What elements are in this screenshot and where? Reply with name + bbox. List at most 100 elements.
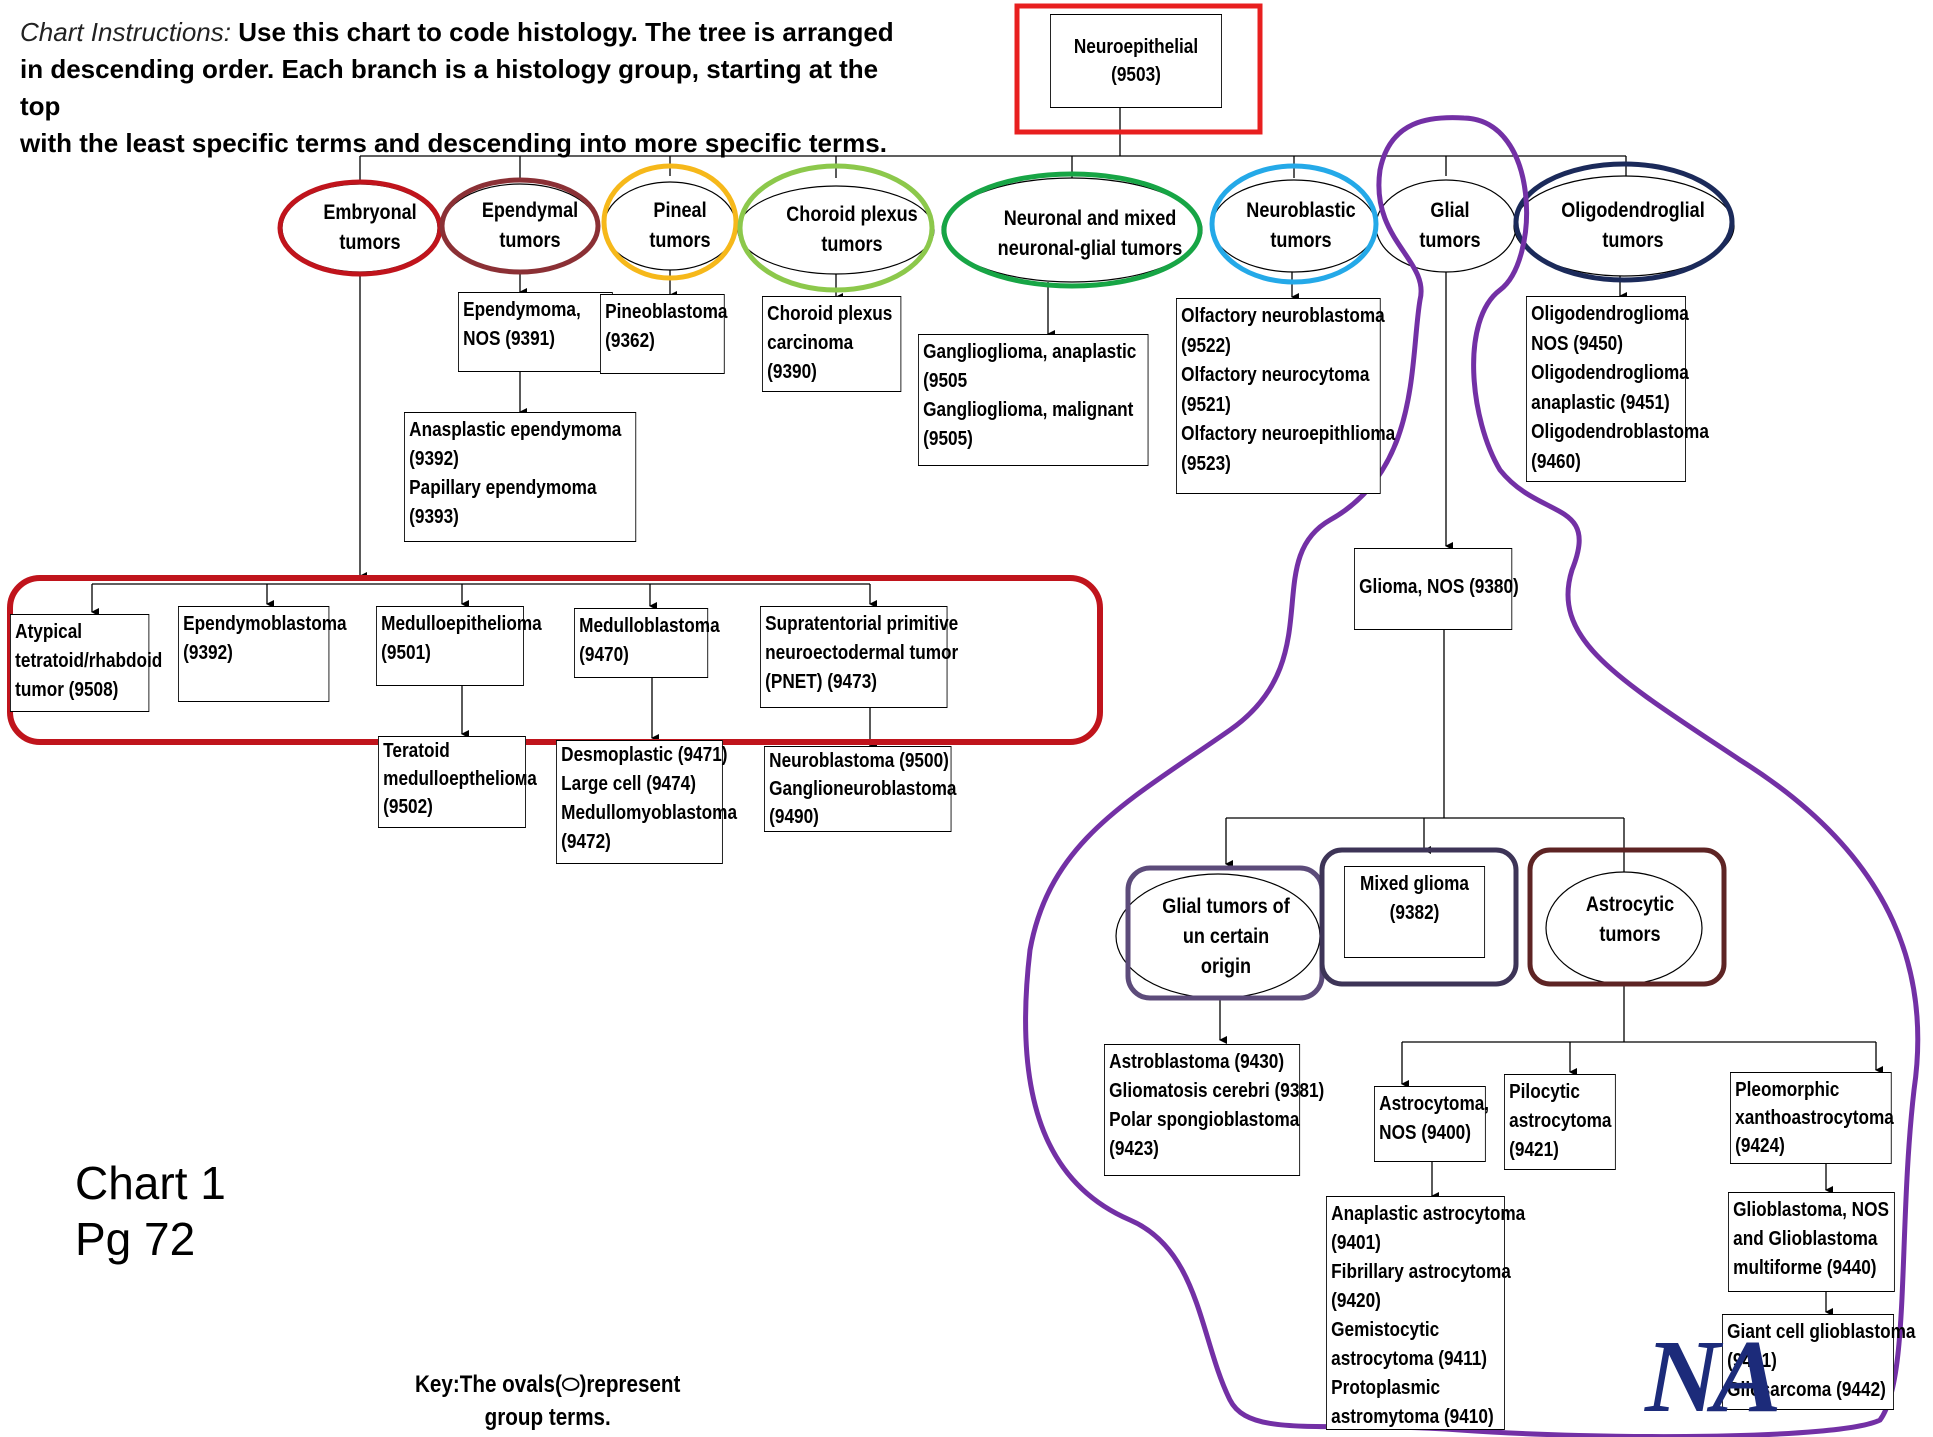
box-line: Large cell (9474) xyxy=(561,773,696,795)
box-ependymoma: Ependymoma, NOS (9391) xyxy=(458,292,613,372)
box-glioma-nos: Glioma, NOS (9380) xyxy=(1354,548,1519,630)
box-atypical: Atypical tetratoid/rhabdoid tumor (9508) xyxy=(10,614,162,712)
group-label: Neuroblastic xyxy=(1246,199,1356,222)
box-line: Choroid plexus xyxy=(767,303,893,325)
box-line: Gemistocytic xyxy=(1331,1319,1440,1341)
group-label: Astrocytic xyxy=(1585,893,1675,916)
box-oligodendroglioma: Oligodendroglioma NOS (9450) Oligodendro… xyxy=(1526,296,1709,482)
chart-number: Chart 1 xyxy=(75,1157,226,1209)
box-line: Ganglioglioma, malignant xyxy=(923,399,1134,421)
box-line: Oligodendroglioma xyxy=(1531,362,1689,384)
box-line: (9501) xyxy=(381,642,431,664)
box-line: Medulloblastoma xyxy=(579,615,720,637)
box-line: Supratentorial primitive xyxy=(765,613,959,635)
box-line: (9401) xyxy=(1331,1232,1381,1254)
box-line: Gliomatosis cerebri (9381) xyxy=(1109,1080,1325,1102)
box-line: multiforme (9440) xyxy=(1733,1257,1877,1279)
group-ependymal: Ependymal tumors xyxy=(461,196,599,256)
box-line: Medulloepithelioma xyxy=(381,613,542,635)
box-line: Gliosarcoma (9442) xyxy=(1727,1379,1886,1401)
box-line: (9382) xyxy=(1389,902,1440,924)
box-line: Anaplastic astrocytoma xyxy=(1331,1203,1526,1225)
box-line: (9470) xyxy=(579,644,629,666)
group-label: tumors xyxy=(1599,923,1661,946)
box-line: and Glioblastoma xyxy=(1733,1228,1878,1250)
root-node: Neuroepithelial (9503) xyxy=(1050,14,1222,108)
box-line: neuroectodermal tumor xyxy=(765,642,959,664)
group-label: tumors xyxy=(1602,229,1664,252)
box-line: Glioblastoma, NOS xyxy=(1733,1199,1889,1221)
box-line: (9392) xyxy=(409,448,459,470)
box-line: (PNET) (9473) xyxy=(765,671,877,693)
box-line: NOS (9391) xyxy=(463,328,555,350)
box-pleomorphic: Pleomorphic xanthoastrocytoma (9424) xyxy=(1730,1072,1894,1164)
box-line: (9393) xyxy=(409,506,459,528)
box-line: Olfactory neuroblastoma xyxy=(1181,305,1385,327)
box-line: NOS (9400) xyxy=(1379,1122,1471,1144)
box-line: Protoplasmic xyxy=(1331,1377,1441,1399)
box-line: Atypical xyxy=(15,621,83,643)
box-line: (9472) xyxy=(561,831,611,853)
instructions-lead: Chart Instructions: xyxy=(20,17,231,47)
box-line: Ependymoblastoma xyxy=(183,613,347,635)
box-line: (9521) xyxy=(1181,393,1231,416)
group-label: tumors xyxy=(339,231,401,254)
box-line: (9522) xyxy=(1181,334,1231,357)
box-line: (9460) xyxy=(1531,450,1581,473)
box-line: Glioma, NOS (9380) xyxy=(1359,576,1519,598)
box-ependymoblastoma: Ependymoblastoma (9392) xyxy=(178,606,347,702)
root-line1: Neuroepithelial xyxy=(1073,36,1199,58)
group-astrocytic: Astrocytic tumors xyxy=(1561,890,1699,950)
group-pineal: Pineal tumors xyxy=(611,196,749,256)
box-olfactory: Olfactory neuroblastoma (9522) Olfactory… xyxy=(1176,298,1395,494)
box-line: (9362) xyxy=(605,330,655,352)
group-label: neuronal-glial tumors xyxy=(997,237,1183,260)
group-label: tumors xyxy=(821,233,883,256)
group-label: tumors xyxy=(499,229,561,252)
box-line: Oligodendroglioma xyxy=(1531,303,1689,325)
box-glioblastoma: Glioblastoma, NOS and Glioblastoma multi… xyxy=(1728,1192,1895,1292)
box-line: (9490) xyxy=(769,806,819,828)
box-line: Ganglioneuroblastoma xyxy=(769,778,957,800)
box-line: (9423) xyxy=(1109,1138,1159,1160)
box-line: Medullomyoblastoma xyxy=(561,802,738,824)
box-anaplastic-ependymoma: Anasplastic ependymoma (9392) Papillary … xyxy=(404,412,637,542)
box-line: (9523) xyxy=(1181,452,1231,475)
box-line: (9390) xyxy=(767,361,817,383)
box-line: anaplastic (9451) xyxy=(1531,391,1670,414)
box-medulloblastoma: Medulloblastoma (9470) xyxy=(574,608,720,678)
key-line2: group terms. xyxy=(484,1404,611,1431)
legend-key: Key:The ovals(⬭)represent group terms. xyxy=(415,1368,680,1434)
box-line: astrocytoma (9411) xyxy=(1331,1348,1487,1370)
box-line: Desmoplastic (9471) xyxy=(561,744,728,766)
group-uncertain: Glial tumors of un certain origin xyxy=(1149,892,1304,982)
box-line: Papillary ependymoma xyxy=(409,477,597,499)
box-line: Pleomorphic xyxy=(1735,1079,1840,1101)
box-line: (9420) xyxy=(1331,1290,1381,1312)
group-label: tumors xyxy=(649,229,711,252)
group-neuroblastic: Neuroblastic tumors xyxy=(1228,196,1374,256)
box-pineoblastoma: Pineoblastoma (9362) xyxy=(600,294,728,374)
box-line: Fibrillary astrocytoma xyxy=(1331,1261,1511,1283)
box-line: (9505 xyxy=(923,370,968,392)
box-desmoplastic: Desmoplastic (9471) Large cell (9474) Me… xyxy=(556,740,738,864)
box-astroblastoma: Astroblastoma (9430) Gliomatosis cerebri… xyxy=(1104,1044,1325,1176)
root-highlight-frame xyxy=(1014,3,1263,135)
group-label: Ependymal xyxy=(481,199,579,222)
group-label: Pineal xyxy=(653,199,707,222)
box-line: astromytoma (9410) xyxy=(1331,1406,1494,1428)
box-line: Polar spongioblastoma xyxy=(1109,1109,1300,1131)
group-label: Embryonal xyxy=(323,201,417,224)
box-choroid-carcinoma: Choroid plexus carcinoma (9390) xyxy=(762,296,902,392)
box-neuroblastoma: Neuroblastoma (9500) Ganglioneuroblastom… xyxy=(764,746,957,832)
box-line: (9502) xyxy=(383,796,433,818)
box-line: (9392) xyxy=(183,642,233,664)
box-pilocytic: Pilocytic astrocytoma (9421) xyxy=(1504,1074,1616,1170)
group-label: Neuronal and mixed xyxy=(1003,207,1177,230)
box-line: xanthoastrocytoma xyxy=(1735,1107,1894,1129)
box-medulloepithelioma: Medulloepithelioma (9501) xyxy=(376,606,542,686)
box-line: NOS (9450) xyxy=(1531,332,1623,355)
box-line: Giant cell glioblastoma xyxy=(1727,1321,1916,1343)
